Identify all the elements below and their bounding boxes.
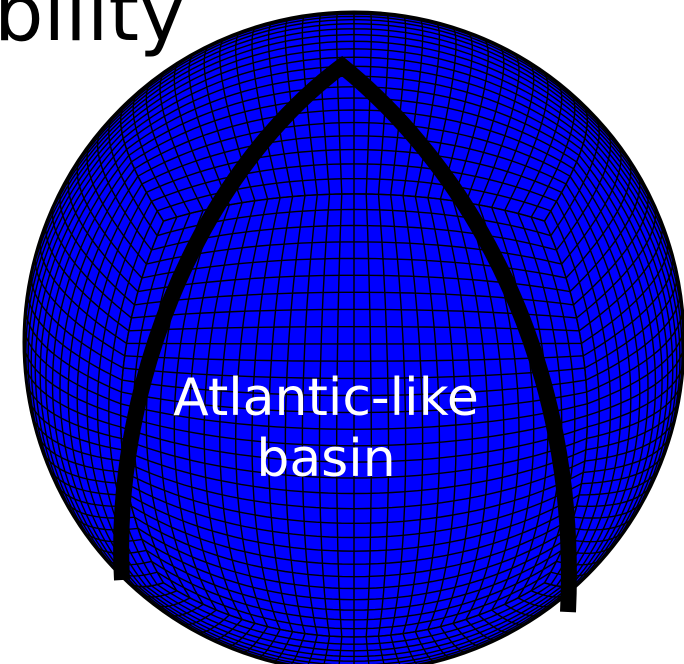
title-fragment: bility — [0, 0, 185, 59]
basin-label-line2: basin — [256, 429, 395, 489]
basin-label-line1: Atlantic-like — [173, 368, 479, 428]
